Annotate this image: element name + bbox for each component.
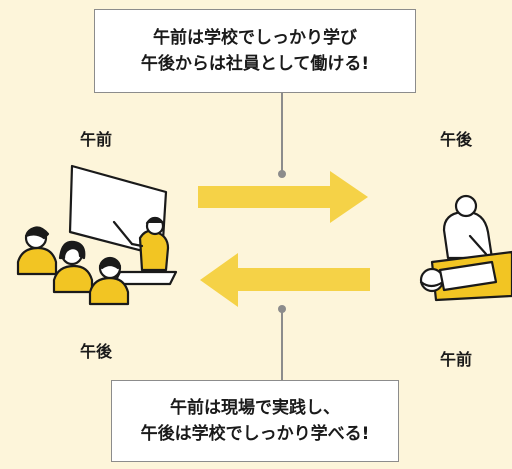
student-1-body [16, 246, 58, 276]
teacher-body [138, 229, 170, 272]
caregiver-illustration [419, 194, 512, 302]
bottom-box-line-1: 午前は現場で実践し、 [170, 398, 340, 418]
label-right-bottom: 午前 [440, 350, 473, 369]
classroom-illustration [16, 164, 178, 306]
student-2-body [52, 264, 94, 294]
caregiver-head [454, 194, 478, 218]
bottom-connector-line [281, 310, 283, 380]
student-3-body [88, 276, 130, 306]
patient-body [438, 260, 498, 292]
top-box-line-1: 午前は学校でしっかり学び [153, 28, 357, 48]
top-connector-dot [278, 170, 286, 178]
bottom-description-box: 午前は現場で実践し、 午後は学校でしっかり学べる! [111, 380, 399, 462]
label-left-top: 午前 [80, 130, 113, 149]
top-box-line-2: 午後からは社員として働ける! [140, 54, 370, 74]
arrow-left [200, 253, 370, 307]
bottom-connector-dot [278, 305, 286, 313]
label-left-bottom: 午後 [80, 342, 113, 361]
label-right-top: 午後 [440, 130, 473, 149]
top-description-box: 午前は学校でしっかり学び 午後からは社員として働ける! [94, 9, 416, 93]
pointer [112, 220, 134, 246]
top-connector-line [281, 93, 283, 173]
arrow-right [198, 171, 368, 223]
bottom-box-line-2: 午後は学校でしっかり学べる! [140, 424, 370, 444]
